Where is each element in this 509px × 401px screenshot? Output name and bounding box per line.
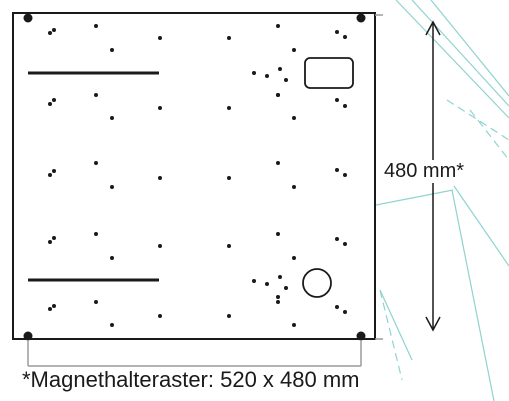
arrow-up-icon <box>425 20 441 36</box>
mounting-hole <box>292 48 296 52</box>
mounting-hole <box>227 36 231 40</box>
mounting-hole <box>48 31 52 35</box>
mounting-hole <box>158 106 162 110</box>
mounting-hole <box>292 256 296 260</box>
mounting-hole <box>110 48 114 52</box>
mounting-hole <box>284 78 288 82</box>
arrow-down-icon <box>425 316 441 332</box>
mounting-hole <box>276 300 280 304</box>
mounting-hole <box>110 116 114 120</box>
mounting-hole <box>276 161 280 165</box>
corner-hole-icon <box>23 331 33 341</box>
mounting-hole <box>227 106 231 110</box>
mounting-hole <box>94 93 98 97</box>
dimension-label: 480 mm* <box>383 160 466 183</box>
mounting-hole <box>158 176 162 180</box>
mounting-hole <box>343 104 347 108</box>
mounting-hole <box>110 185 114 189</box>
plate-outline <box>12 12 376 340</box>
perspective-lines <box>375 0 509 401</box>
mounting-hole <box>227 176 231 180</box>
mounting-hole <box>343 35 347 39</box>
mounting-hole <box>276 24 280 28</box>
mounting-hole <box>158 244 162 248</box>
mounting-hole <box>52 98 56 102</box>
mounting-hole <box>265 74 269 78</box>
mounting-hole <box>252 279 256 283</box>
mounting-hole <box>94 300 98 304</box>
mounting-hole <box>227 314 231 318</box>
mounting-hole <box>265 282 269 286</box>
mounting-hole <box>94 24 98 28</box>
mounting-hole <box>94 232 98 236</box>
mounting-hole <box>335 98 339 102</box>
mounting-hole <box>335 305 339 309</box>
mounting-hole <box>343 310 347 314</box>
mounting-hole <box>284 286 288 290</box>
mounting-hole <box>278 275 282 279</box>
mounting-hole <box>343 173 347 177</box>
caption-text: *Magnethalteraster: 520 x 480 mm <box>22 367 360 392</box>
mounting-hole <box>48 173 52 177</box>
mounting-hole <box>335 168 339 172</box>
mounting-hole <box>276 93 280 97</box>
horizontal-dimension <box>27 340 362 367</box>
mounting-hole <box>276 232 280 236</box>
mounting-hole <box>292 185 296 189</box>
cutout-rect-icon <box>304 57 354 89</box>
mounting-hole <box>52 169 56 173</box>
mounting-hole <box>48 240 52 244</box>
mounting-hole <box>278 67 282 71</box>
mounting-hole <box>158 314 162 318</box>
mounting-hole <box>335 237 339 241</box>
mounting-hole <box>52 304 56 308</box>
cutout-circle-icon <box>302 268 332 298</box>
mounting-hole <box>52 236 56 240</box>
corner-hole-icon <box>356 331 366 341</box>
mounting-hole <box>252 71 256 75</box>
mounting-hole <box>292 323 296 327</box>
mounting-hole <box>158 36 162 40</box>
mounting-hole <box>110 323 114 327</box>
corner-hole-icon <box>23 13 33 23</box>
mounting-hole <box>110 256 114 260</box>
mounting-hole <box>52 28 56 32</box>
mounting-hole <box>94 161 98 165</box>
mounting-holes <box>48 24 347 327</box>
mounting-hole <box>227 244 231 248</box>
mounting-hole <box>276 295 280 299</box>
mounting-hole <box>292 116 296 120</box>
mounting-hole <box>48 307 52 311</box>
mounting-hole <box>335 30 339 34</box>
corner-hole-icon <box>356 13 366 23</box>
mounting-hole <box>48 102 52 106</box>
mounting-hole <box>343 242 347 246</box>
